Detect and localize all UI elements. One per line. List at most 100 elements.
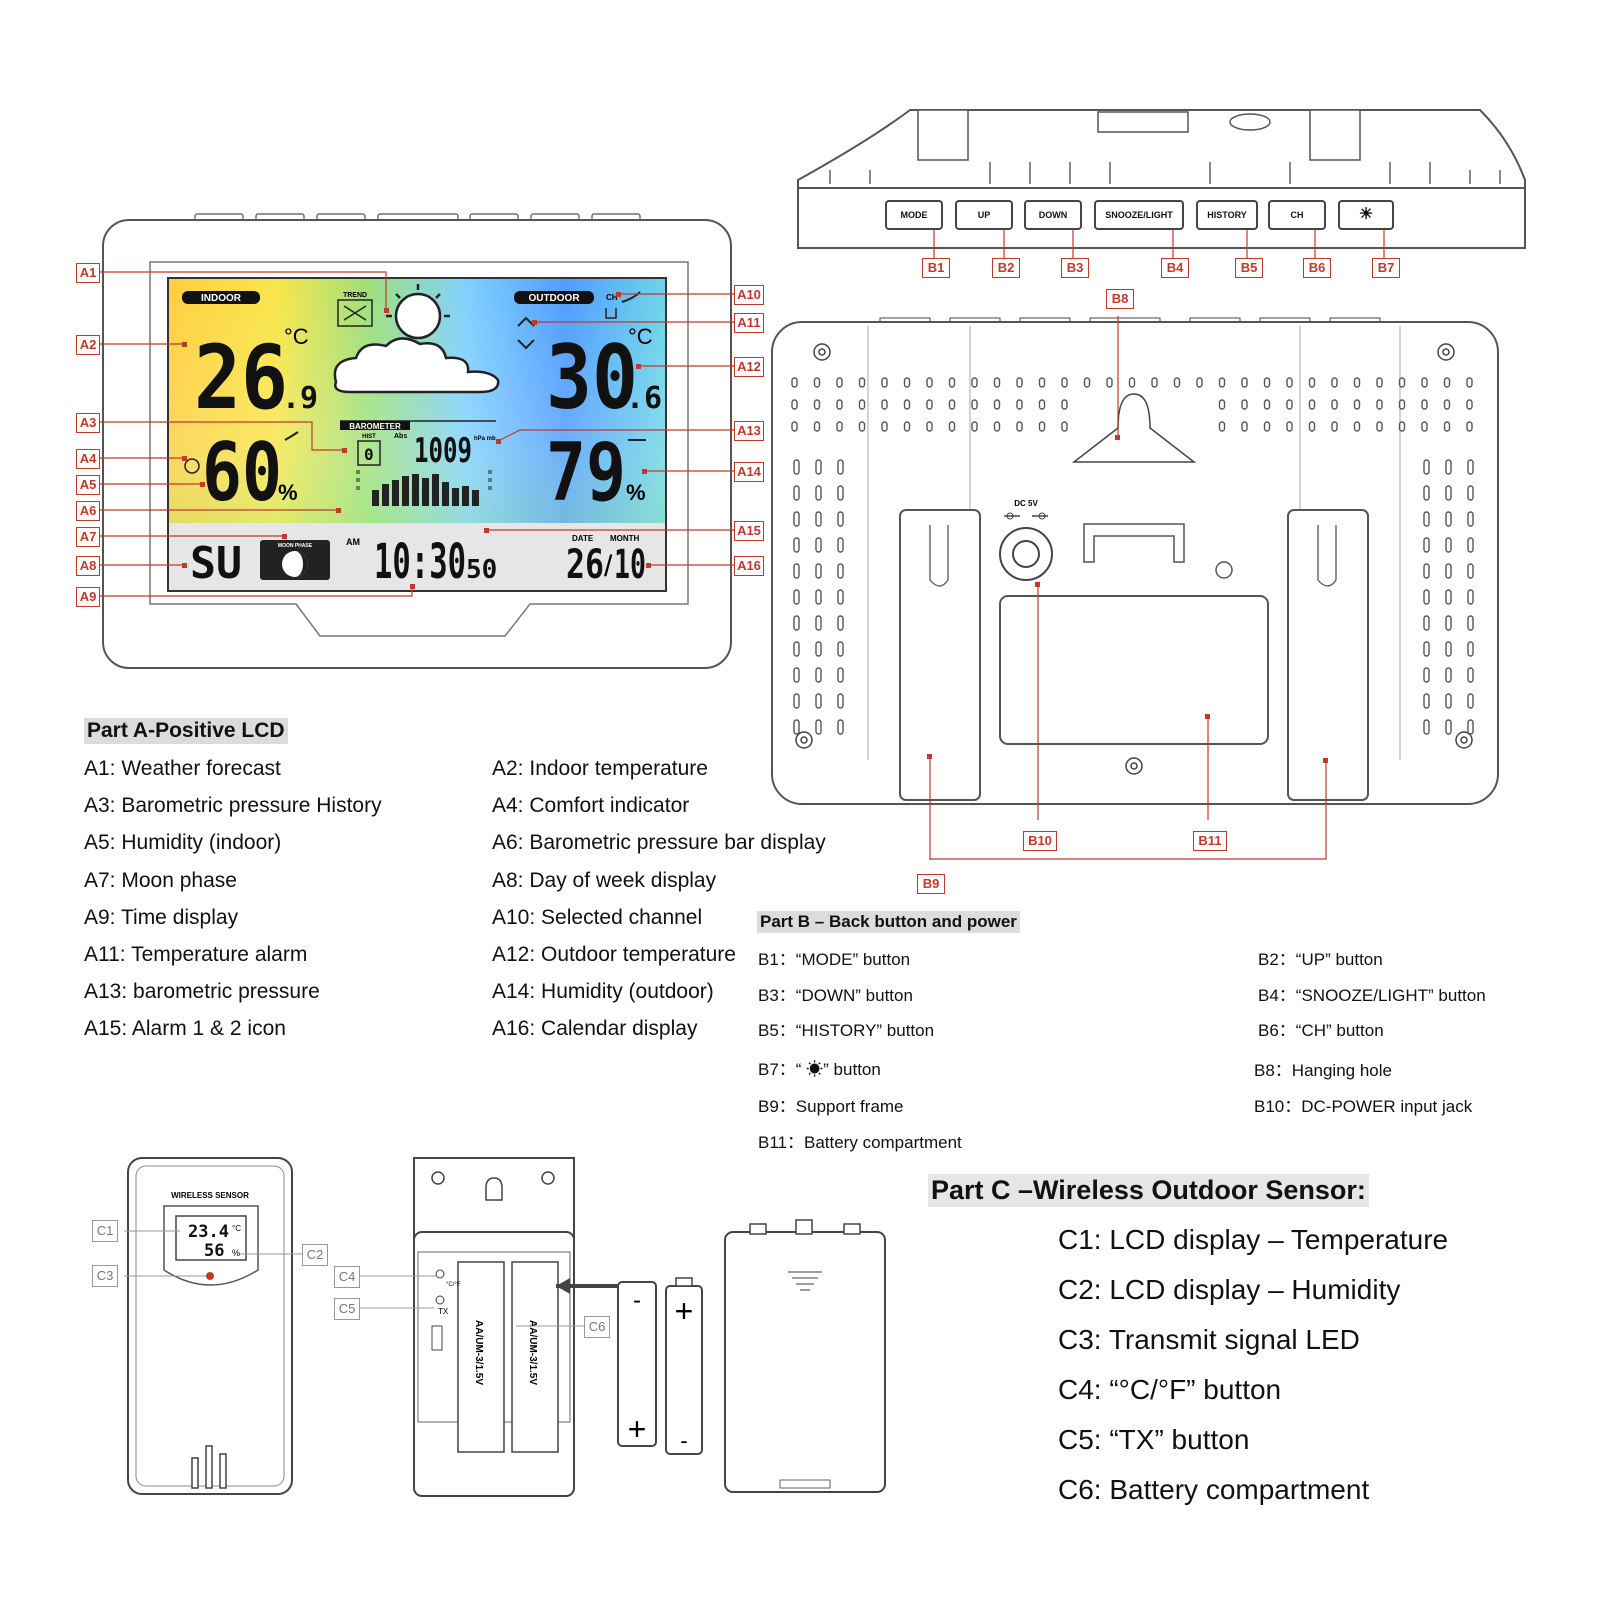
vent-slot (1423, 537, 1430, 553)
vent-slot (1218, 421, 1226, 432)
vent-slot (1423, 511, 1430, 527)
dc-jack-label: DC 5V (1014, 499, 1038, 508)
vent-slot (1218, 377, 1226, 388)
legend-b4: B4：“SNOOZE/LIGHT” button (1258, 986, 1486, 1005)
lcd-pressure-unit: hPa mb (474, 436, 496, 442)
legend-c5: C5: “TX” button (1058, 1424, 1250, 1455)
legend-a7: A7: Moon phase (84, 869, 237, 892)
vent-slot (1467, 563, 1474, 579)
vent-slot (1467, 693, 1474, 709)
vent-slot (1445, 459, 1452, 475)
legend-b1: B1：“MODE” button (758, 950, 911, 969)
legend-a4: A4: Comfort indicator (492, 794, 690, 817)
vent-slot (1376, 399, 1383, 410)
tag-a7: A7 (76, 527, 100, 547)
tag-b7: B7 (1372, 258, 1400, 278)
lcd-am-label: AM (346, 537, 360, 547)
vent-slot (793, 485, 800, 501)
vent-slot (1445, 511, 1452, 527)
vent-slot (837, 563, 844, 579)
lcd-barometer-label: BAROMETER (349, 422, 401, 431)
legend-c3: C3: Transmit signal LED (1058, 1324, 1360, 1355)
lcd-indoor-humidity-unit: % (278, 480, 298, 505)
vent-slot (815, 667, 822, 683)
legend-c4: C4: “°C/°F” button (1058, 1374, 1282, 1405)
tag-a13: A13 (734, 421, 764, 441)
snooze-light-button[interactable]: SNOOZE/LIGHT (1094, 200, 1184, 230)
vent-slot (1308, 399, 1316, 410)
tag-b8: B8 (1106, 289, 1134, 309)
vent-slot (837, 615, 844, 631)
sensor-temp-unit: °C (232, 1224, 241, 1233)
vent-slot (837, 511, 844, 527)
lcd-outdoor-humidity: 79 (546, 426, 626, 519)
battery-1-minus: - (633, 1287, 641, 1314)
vent-slot (1467, 537, 1474, 553)
vent-slot (793, 641, 800, 657)
vent-slot (1331, 377, 1338, 388)
lcd-outdoor-temp-decimal: .6 (626, 381, 662, 416)
legend-c6: C6: Battery compartment (1058, 1474, 1370, 1505)
vent-slot (993, 399, 1001, 410)
vent-slot (1467, 511, 1474, 527)
mode-button[interactable]: MODE (885, 200, 943, 230)
vent-slot (837, 459, 844, 475)
legend-a13: A13: barometric pressure (84, 980, 320, 1003)
vent-slot (1398, 399, 1406, 410)
vent-slot (813, 421, 821, 432)
vent-slot (815, 719, 822, 735)
vent-slot (1196, 377, 1203, 388)
tag-c2: C2 (302, 1244, 328, 1266)
vent-slot (837, 693, 844, 709)
vent-slot (1467, 641, 1474, 657)
vent-slot (815, 563, 822, 579)
vent-slot (1466, 377, 1473, 388)
tag-a3: A3 (76, 413, 100, 433)
vent-slot (1286, 399, 1293, 410)
vent-slot (971, 421, 978, 432)
vent-slot (948, 421, 956, 432)
sensor-temp: 23.4 (188, 1222, 229, 1242)
legend-a16: A16: Calendar display (492, 1017, 698, 1040)
tag-a11: A11 (734, 313, 764, 333)
vent-slot (837, 719, 844, 735)
lcd-time: 10:30 (374, 534, 466, 590)
down-button[interactable]: DOWN (1024, 200, 1082, 230)
up-button[interactable]: UP (955, 200, 1013, 230)
vent-slot (971, 399, 978, 410)
legend-a14: A14: Humidity (outdoor) (492, 980, 714, 1003)
ch-button[interactable]: CH (1268, 200, 1326, 230)
vent-slot (1445, 615, 1452, 631)
vent-slot (1445, 563, 1452, 579)
lcd-outdoor-label: OUTDOOR (528, 293, 580, 304)
vent-slot (926, 421, 933, 432)
lcd-outdoor-temp-unit: °C (628, 324, 653, 349)
vent-slot (1445, 719, 1452, 735)
lcd-trend-label: TREND (343, 292, 367, 299)
vent-slot (1218, 399, 1226, 410)
legend-b10: B10：DC-POWER input jack (1254, 1097, 1473, 1116)
vent-slot (837, 485, 844, 501)
vent-slot (1083, 377, 1091, 388)
tag-b1: B1 (922, 258, 950, 278)
lcd-weekday: SU (190, 538, 242, 589)
vent-slot (1466, 421, 1473, 432)
sensor-humidity-unit: % (232, 1248, 240, 1258)
part-a-heading: Part A-Positive LCD (84, 718, 288, 744)
backlight-button[interactable]: ☀ (1338, 200, 1394, 230)
lcd-month-label: MONTH (610, 534, 640, 543)
tag-b2: B2 (992, 258, 1020, 278)
legend-b7: B7：“ ☀” button (758, 1060, 881, 1079)
vent-slot (1263, 377, 1271, 388)
vent-slot (1467, 615, 1474, 631)
vent-slot (948, 377, 956, 388)
history-button[interactable]: HISTORY (1196, 200, 1258, 230)
vent-slot (815, 641, 822, 657)
tag-a4: A4 (76, 449, 100, 469)
vent-slot (793, 537, 800, 553)
vent-slot (1376, 377, 1383, 388)
legend-c2: C2: LCD display – Humidity (1058, 1274, 1401, 1305)
vent-slot (837, 667, 844, 683)
vent-slot (1038, 377, 1046, 388)
part-c-heading: Part C –Wireless Outdoor Sensor: (928, 1174, 1369, 1207)
